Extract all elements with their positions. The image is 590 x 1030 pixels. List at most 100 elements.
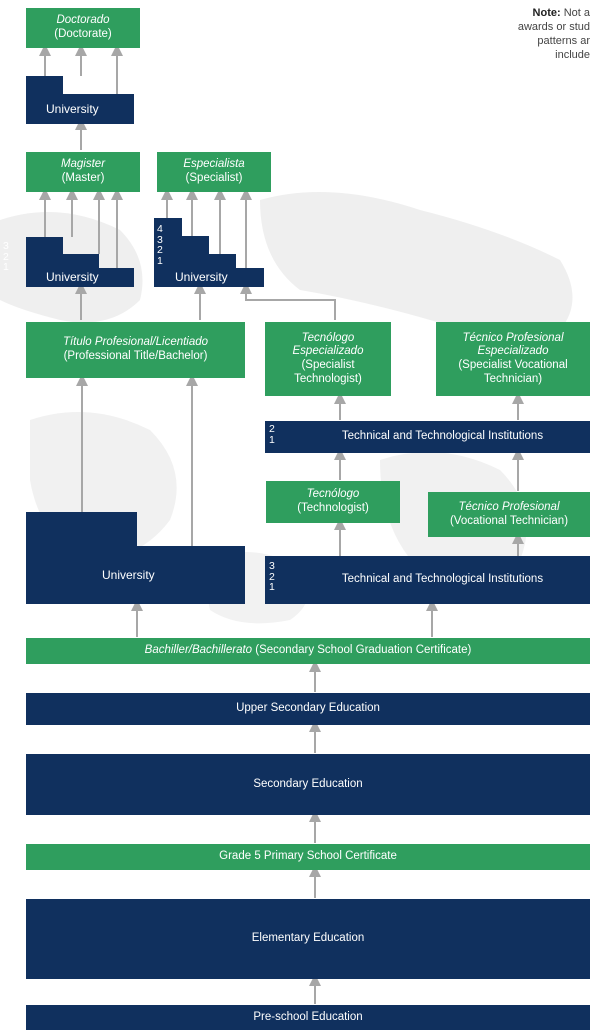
elem-year-3: 3 (3, 924, 9, 936)
upper-sec-year-10: 10 (3, 706, 15, 719)
elem-year-1: 1 (3, 945, 9, 957)
spec-technologist-title-2: Especializado (292, 345, 364, 358)
preschool-label: Pre-school Education (253, 1010, 363, 1023)
elementary-bar: Elementary Education (26, 899, 590, 979)
note-line-2: awards or stud (517, 21, 590, 33)
sec-year-7: 7 (3, 778, 9, 790)
vocational-technician-title: Técnico Profesional (458, 500, 560, 513)
master-year-2: 2 (3, 250, 9, 263)
doc-year-3: 3 (3, 79, 9, 91)
spec-vocational-title-2: Especializado (477, 345, 549, 358)
doc-years: 3 2 1 (3, 80, 9, 112)
grade5-certificate-box: Grade 5 Primary School Certificate (26, 844, 590, 870)
tech-upper-label: Technical and Technological Institutions (341, 430, 544, 443)
doctorate-title: Doctorado (56, 14, 110, 27)
tech-upper-years: 2 1 (269, 424, 275, 445)
note-text: Note: Not a awards or stud patterns ar i… (440, 6, 590, 62)
bachelor-university-label: University (102, 568, 155, 582)
elem-year-4: 4 (3, 913, 9, 926)
note-label: Note: (532, 7, 561, 19)
master-university-label: University (46, 270, 99, 284)
specialist-technologist-award-box: Tecnólogo Especializado (Specialist Tech… (265, 322, 391, 396)
doctoral-university-shape (26, 76, 134, 124)
specialist-university-label: University (175, 270, 228, 284)
spec-vocational-sub-1: (Specialist Vocational (458, 359, 568, 371)
upper-secondary-label: Upper Secondary Education (236, 702, 380, 715)
tech-upper-year-2: 2 (269, 423, 275, 435)
preschool-years: 1 (3, 1010, 9, 1021)
bachiller-title: Bachiller/Bachillerato (144, 644, 253, 657)
spec-technologist-title-1: Tecnólogo (301, 331, 355, 344)
secondary-years: 9 8 7 6 (3, 758, 9, 800)
upper-secondary-bar: Upper Secondary Education (26, 693, 590, 725)
elem-year-5: 5 (3, 903, 9, 915)
bach-year-3: 3 (3, 546, 9, 559)
specialist-title: Especialista (183, 158, 245, 171)
sec-year-6: 6 (3, 788, 9, 801)
elementary-label: Elementary Education (251, 932, 365, 945)
doc-year-2: 2 (3, 89, 9, 102)
spec-technologist-sub-2: Technologist) (294, 372, 362, 385)
technologist-subtitle: (Technologist) (297, 502, 369, 514)
grade5-label: Grade 5 Primary School Certificate (219, 850, 397, 863)
doc-year-1: 1 (3, 100, 9, 112)
secondary-bar: Secondary Education (26, 754, 590, 815)
upper-sec-year-11: 11 (3, 696, 14, 708)
bachelor-years: 6 5 4 3 2 1 (3, 516, 9, 579)
tech-upper-year-1: 1 (269, 433, 275, 446)
master-university-shape (26, 237, 134, 287)
secondary-graduation-certificate-box: Bachiller/Bachillerato (Secondary School… (26, 638, 590, 664)
tech-lower-label: Technical and Technological Institutions (341, 573, 544, 586)
technologist-award-box: Tecnólogo (Technologist) (266, 481, 400, 523)
master-year-3: 3 (3, 240, 9, 252)
specialist-vocational-technician-award-box: Técnico Profesional Especializado (Speci… (436, 322, 590, 396)
doctorate-award-box: Doctorado (Doctorate) (26, 8, 140, 48)
spec-year-3: 3 (157, 233, 163, 246)
note-line-3: patterns ar (537, 35, 590, 47)
doctorate-subtitle: (Doctorate) (54, 28, 112, 40)
bach-year-1: 1 (3, 567, 9, 580)
bach-year-6: 6 (3, 515, 9, 527)
master-year-1: 1 (3, 261, 9, 273)
sec-year-9: 9 (3, 757, 9, 769)
tech-lower-years: 3 2 1 (269, 561, 275, 593)
preschool-bar: Pre-school Education (26, 1005, 590, 1030)
upper-secondary-years: 11 10 (3, 697, 15, 718)
specialist-years: 4 3 2 1 (157, 224, 163, 266)
bach-year-4: 4 (3, 536, 9, 548)
bach-year-5: 5 (3, 525, 9, 538)
technologist-title: Tecnólogo (306, 488, 360, 501)
secondary-label: Secondary Education (253, 777, 363, 790)
bachelor-title: Título Profesional/Licentiado (62, 336, 209, 349)
bachelor-university-shape (26, 512, 245, 604)
tech-lower-year-2: 2 (269, 570, 275, 583)
elem-year-2: 2 (3, 934, 9, 947)
bachelor-subtitle: (Professional Title/Bachelor) (63, 350, 208, 362)
tech-institutions-upper-bar: Technical and Technological Institutions (265, 421, 590, 453)
bachiller-subtitle: (Secondary School Graduation Certificate… (252, 644, 472, 657)
specialist-award-box: Especialista (Specialist) (157, 152, 271, 192)
note-line-1: Not a (563, 7, 590, 19)
tech-lower-year-3: 3 (269, 560, 275, 572)
vocational-technician-award-box: Técnico Profesional (Vocational Technici… (428, 492, 590, 537)
map-continent-2 (260, 192, 573, 334)
vocational-technician-subtitle: (Vocational Technician) (449, 514, 569, 527)
spec-year-4: 4 (157, 223, 163, 235)
preschool-year-1: 1 (3, 1009, 9, 1021)
bach-year-2: 2 (3, 557, 9, 569)
spec-vocational-sub-2: Technician) (483, 372, 543, 385)
spec-year-2: 2 (157, 244, 163, 256)
spec-technologist-sub-1: (Specialist (301, 359, 355, 371)
note-line-4: include (555, 49, 590, 61)
spec-year-1: 1 (157, 254, 163, 267)
specialist-subtitle: (Specialist) (185, 172, 243, 184)
tech-lower-year-1: 1 (269, 581, 275, 593)
bachelor-award-box: Título Profesional/Licentiado (Professio… (26, 322, 245, 378)
spec-vocational-title-1: Técnico Profesional (462, 331, 564, 344)
master-subtitle: (Master) (61, 172, 105, 184)
master-years: 3 2 1 (3, 241, 9, 273)
specialist-university-shape (154, 218, 264, 287)
